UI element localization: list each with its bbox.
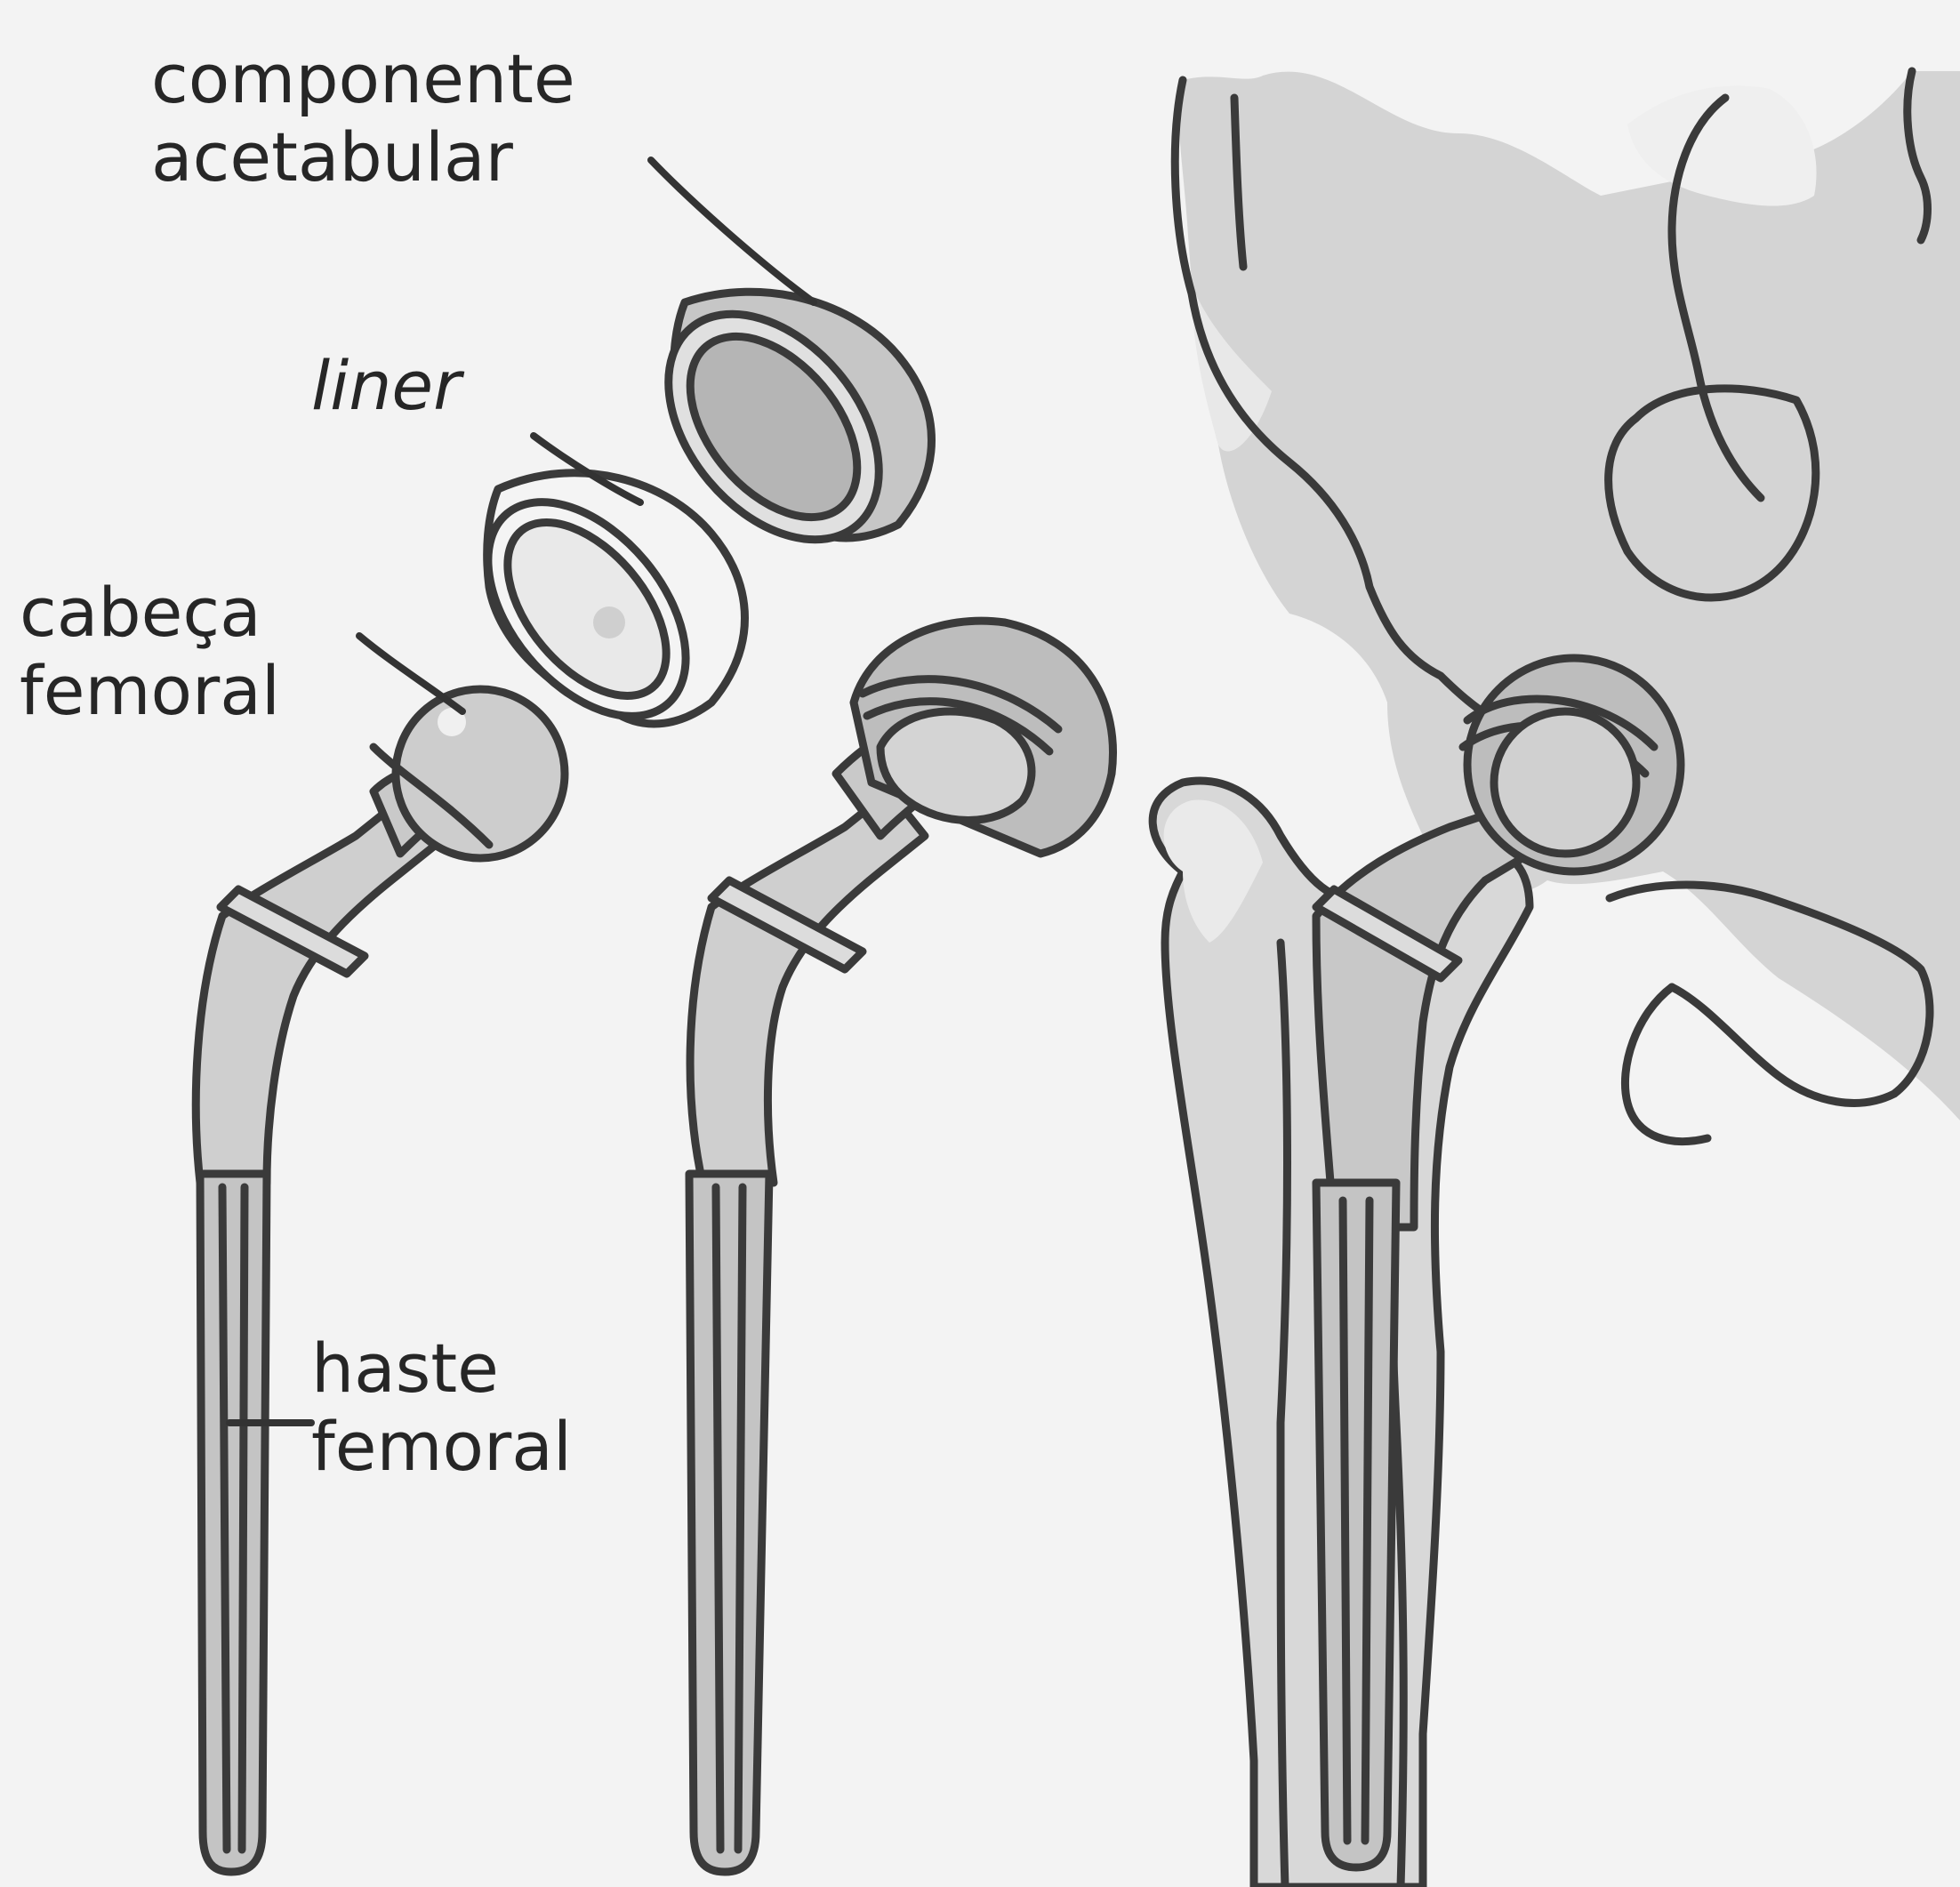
label-acetabular-line1: componente bbox=[151, 39, 575, 118]
implanted-prosthesis bbox=[1312, 654, 1685, 1872]
label-liner: liner bbox=[311, 347, 461, 425]
femoral-head bbox=[369, 685, 569, 863]
leader-lines bbox=[226, 157, 817, 1426]
label-acetabular-component: componente acetabular bbox=[151, 40, 575, 197]
label-liner-text: liner bbox=[311, 346, 462, 425]
label-femoral-stem: haste femoral bbox=[311, 1329, 572, 1486]
leader-liner bbox=[530, 432, 644, 506]
leader-acetabular bbox=[647, 157, 817, 306]
label-stem-line1: haste bbox=[311, 1329, 499, 1408]
label-femoral-head: cabeça femoral bbox=[20, 574, 280, 730]
label-head-line2: femoral bbox=[20, 651, 280, 730]
acetabular-component bbox=[664, 287, 936, 544]
liner bbox=[483, 469, 749, 728]
femoral-stem bbox=[191, 796, 440, 1876]
label-acetabular-line2: acetabular bbox=[151, 117, 513, 197]
label-stem-line2: femoral bbox=[311, 1407, 572, 1486]
leader-head bbox=[356, 632, 466, 715]
assembled-prosthesis bbox=[685, 616, 1117, 1876]
label-head-line1: cabeça bbox=[20, 573, 261, 652]
